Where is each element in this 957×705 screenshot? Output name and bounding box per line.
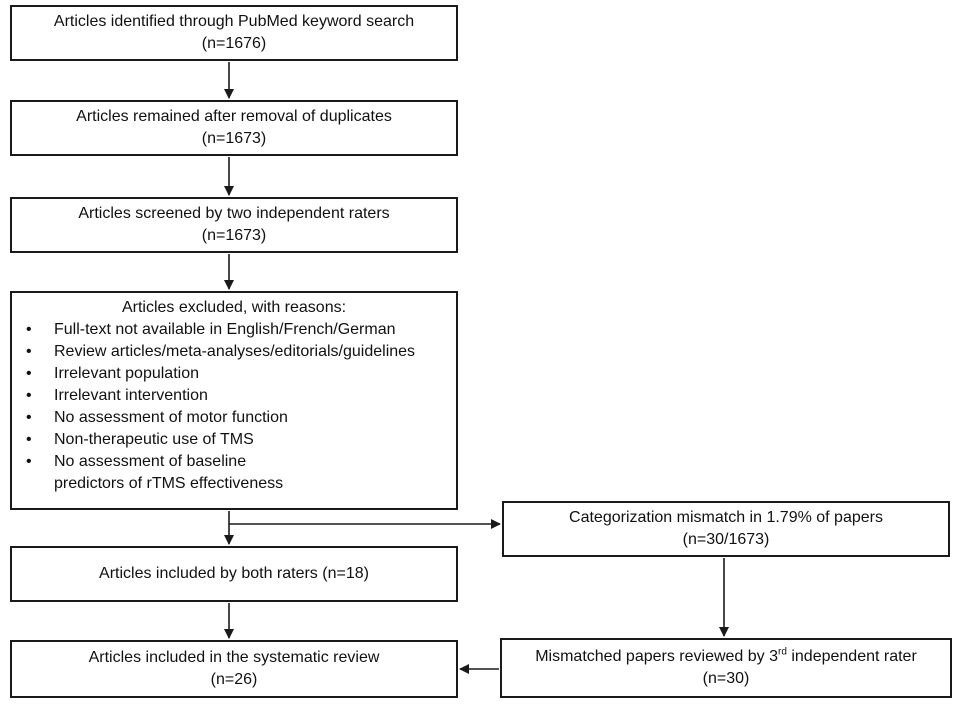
deduplicated-title: Articles remained after removal of dupli…	[76, 108, 392, 125]
mismatch-box: Categorization mismatch in 1.79% of pape…	[502, 501, 950, 557]
exclusion-reasons-list: Full-text not available in English/Frenc…	[12, 319, 456, 495]
third-rater-count: (n=30)	[702, 670, 750, 687]
both-raters-box: Articles included by both raters (n=18)	[10, 546, 458, 602]
exclusion-reason: Non-therapeutic use of TMS	[12, 429, 456, 451]
exclusion-reason: No assessment of baseline predictors of …	[12, 451, 456, 495]
final-count: (n=26)	[210, 671, 258, 688]
identified-box: Articles identified through PubMed keywo…	[10, 5, 458, 61]
final-box: Articles included in the systematic revi…	[10, 640, 458, 698]
exclusion-reason: Irrelevant population	[12, 363, 456, 385]
identified-count: (n=1676)	[201, 35, 267, 52]
exclusion-reason: Irrelevant intervention	[12, 385, 456, 407]
exclusion-reason: No assessment of motor function	[12, 407, 456, 429]
exclusion-reason: Full-text not available in English/Frenc…	[12, 319, 456, 341]
excluded-box: Articles excluded, with reasons: Full-te…	[10, 291, 458, 510]
screened-box: Articles screened by two independent rat…	[10, 197, 458, 253]
mismatch-title: Categorization mismatch in 1.79% of pape…	[569, 509, 883, 526]
third-rater-box: Mismatched papers reviewed by 3rd indepe…	[500, 638, 952, 698]
exclusion-reason: Review articles/meta-analyses/editorials…	[12, 341, 456, 363]
both-raters-title: Articles included by both raters (n=18)	[99, 565, 369, 582]
mismatch-count: (n=30/1673)	[682, 531, 770, 548]
excluded-heading: Articles excluded, with reasons:	[121, 299, 347, 316]
identified-title: Articles identified through PubMed keywo…	[53, 13, 415, 30]
screened-count: (n=1673)	[201, 227, 267, 244]
deduplicated-count: (n=1673)	[201, 130, 267, 147]
deduplicated-box: Articles remained after removal of dupli…	[10, 100, 458, 156]
screened-title: Articles screened by two independent rat…	[78, 205, 390, 222]
third-rater-title: Mismatched papers reviewed by 3rd indepe…	[535, 646, 917, 665]
final-title: Articles included in the systematic revi…	[88, 649, 380, 666]
